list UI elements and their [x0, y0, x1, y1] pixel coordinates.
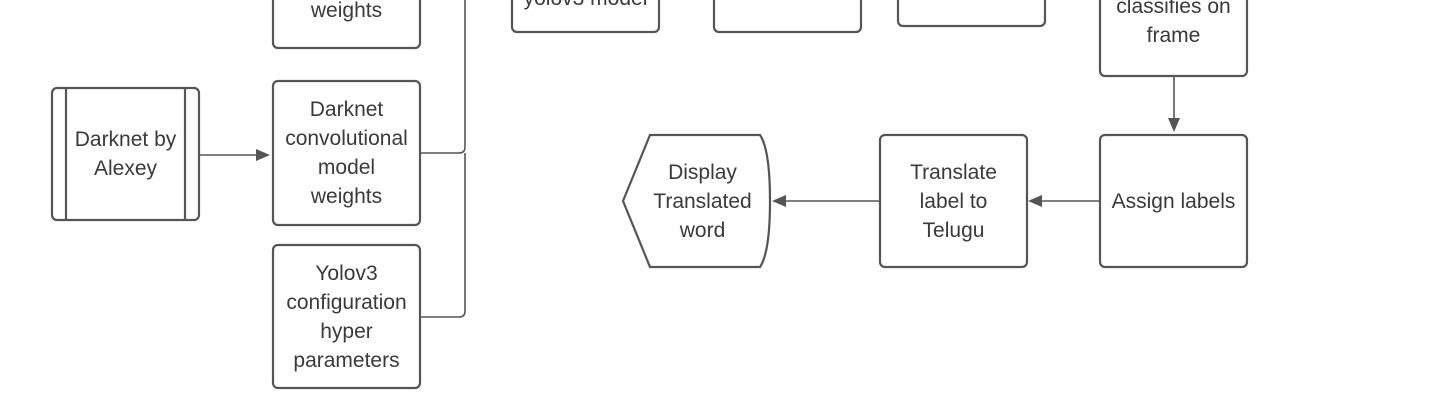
label-darknet-by-alexey: Darknet by Alexey: [74, 128, 177, 180]
node-display-translated-word: [621, 133, 772, 269]
label-assign-labels: Assign labels: [1111, 189, 1236, 213]
node-top-box-4: [896, 0, 1047, 28]
node-translate-label: [878, 133, 1029, 269]
label-yolov3-config: Yolov3 configuration hyper parameters: [286, 261, 407, 372]
label-classifies-on-frame: classifies on frame: [1116, 0, 1231, 47]
node-assign-labels: [1098, 133, 1249, 269]
node-top-weights: [271, 0, 422, 50]
label-yolov3-model: yolov3 model: [512, 0, 659, 13]
node-darknet-by-alexey: [50, 86, 201, 222]
label-translate-label: Translate label to Telugu: [910, 160, 997, 242]
connector-conv-weights-to-bus: [420, 0, 466, 154]
label-top-weights: weights: [310, 0, 383, 22]
connector-config-to-bus: [420, 153, 466, 318]
node-conv-weights: [271, 79, 422, 227]
node-top-box-3: [712, 0, 863, 34]
arrowhead-display: [772, 195, 786, 207]
arrowhead-translate: [1028, 195, 1042, 207]
label-display-translated-word: Display Translated word: [653, 160, 752, 242]
node-yolov3-config: [271, 243, 422, 390]
node-classifies-on-frame: [1098, 0, 1249, 78]
label-conv-weights: Darknet convolutional model weights: [285, 98, 408, 208]
arrowhead-assign-labels: [1168, 118, 1180, 132]
arrowhead-conv-weights: [256, 149, 270, 161]
node-yolov3-model: [510, 0, 661, 34]
